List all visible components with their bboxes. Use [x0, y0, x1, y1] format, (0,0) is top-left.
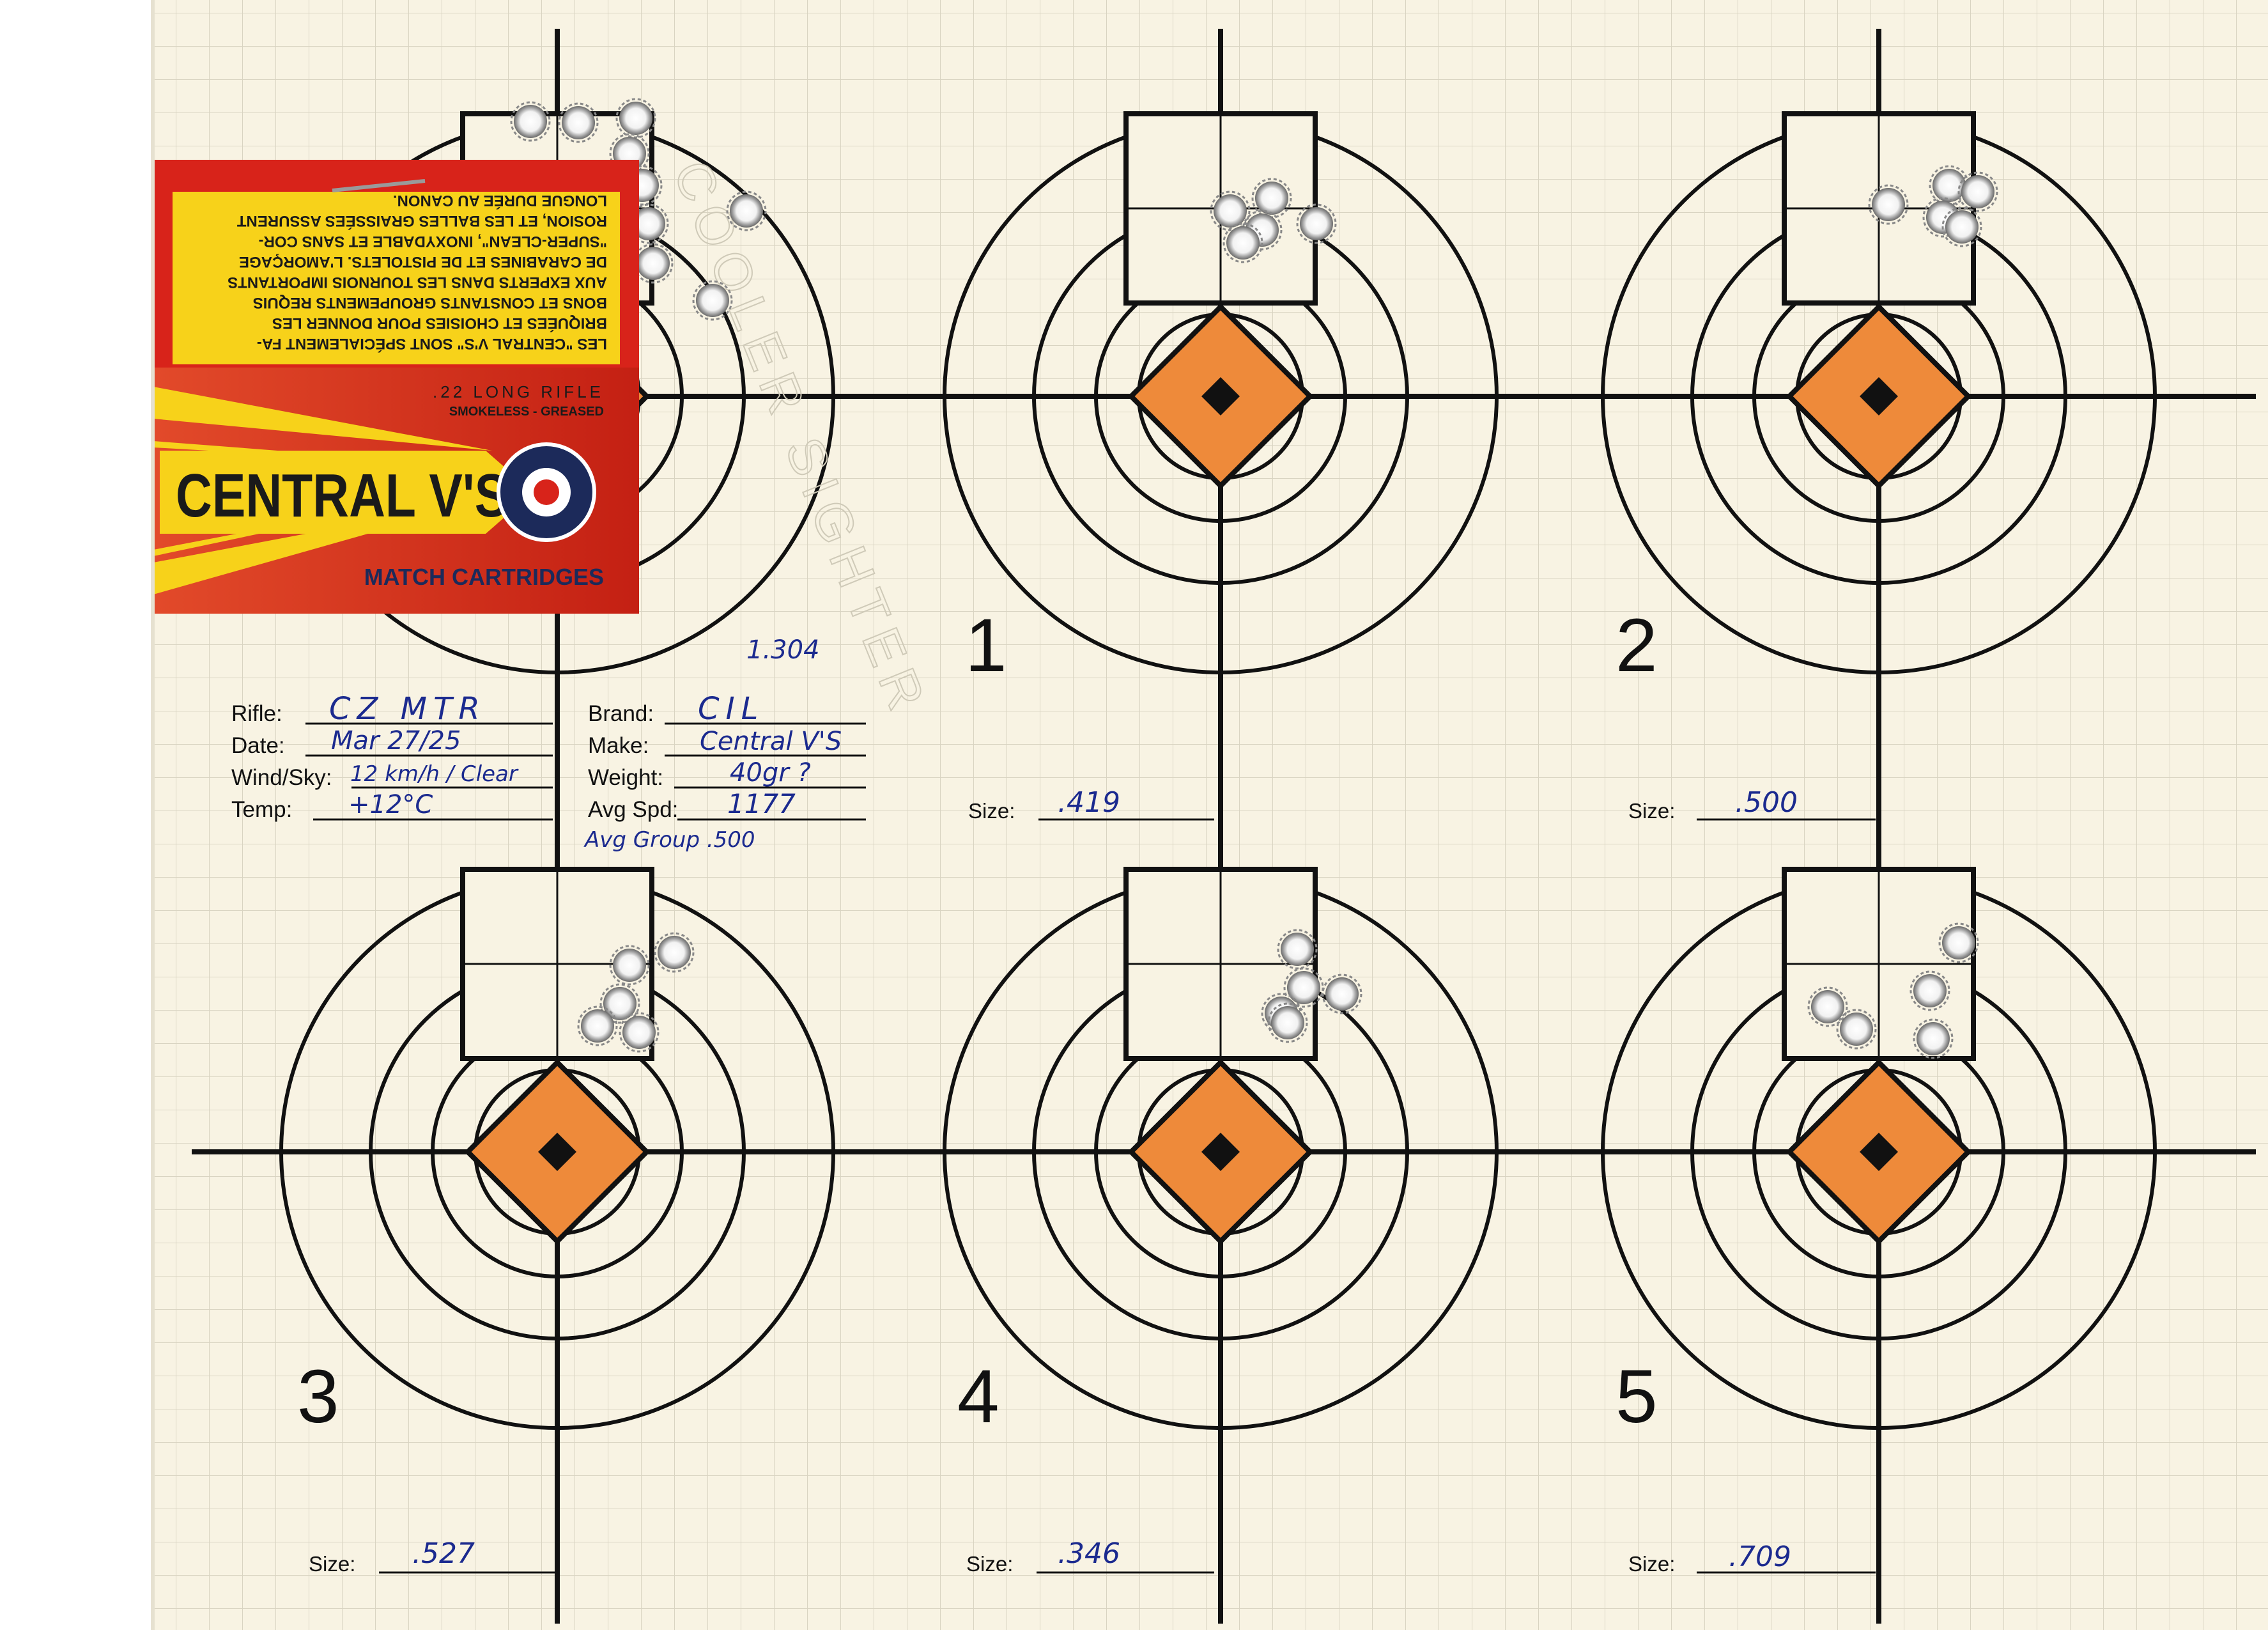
size-value-5: .709 [1729, 1541, 1791, 1573]
size-label-4: Size: [966, 1552, 1013, 1576]
temp-label: Temp: [231, 797, 292, 822]
size-value-3: .527 [412, 1537, 475, 1570]
make-label: Make: [588, 733, 649, 758]
french-line-3: BONS ET CONSTANTS GROUPEMENTS REQUIS [253, 294, 607, 311]
size-label-3: Size: [309, 1552, 355, 1576]
smokeless-text: SMOKELESS - GREASED [449, 405, 604, 419]
french-line-5: DE CARABINES ET DE PISTOLETS. L'AMORÇAGE [239, 253, 607, 270]
brand-logo-text: CENTRAL V'S [176, 462, 508, 530]
weight-value: 40gr ? [730, 758, 811, 788]
wind-label: Wind/Sky: [231, 765, 332, 790]
size-label-1: Size: [968, 799, 1015, 823]
caliber-text: .22 LONG RIFLE [433, 382, 604, 401]
make-value: Central V'S [700, 727, 842, 756]
target-number-2: 2 [1616, 603, 1658, 688]
target-number-1: 1 [965, 603, 1007, 688]
match-cartridges-text: MATCH CARTRIDGES [364, 564, 604, 590]
maple-leaf-roundel-icon [497, 442, 596, 542]
staple [332, 179, 426, 192]
ammo-box: LES "CENTRAL V'S" SONT SPÉCIALEMENT FA- … [153, 160, 639, 614]
target-number-4: 4 [957, 1354, 999, 1439]
french-line-6: "SUPER-CLEAN", INOXYDABLE ET SANS COR- [259, 233, 607, 250]
target-number-3: 3 [297, 1354, 339, 1439]
size-label-5: Size: [1628, 1552, 1675, 1576]
size-label-2: Size: [1628, 799, 1675, 823]
speed-label: Avg Spd: [588, 797, 678, 822]
brand-label: Brand: [588, 701, 654, 726]
brand-value: CIL [698, 691, 764, 727]
avg-group-note: Avg Group .500 [583, 827, 755, 853]
temp-value: +12°C [348, 790, 433, 819]
speed-value: 1177 [727, 788, 796, 819]
rifle-label: Rifle: [231, 701, 282, 726]
weight-label: Weight: [588, 765, 663, 790]
french-line-2: BRIQUÉES ET CHOISIES POUR DONNER LES [272, 314, 607, 332]
date-value: Mar 27/25 [331, 726, 461, 756]
french-line-1: LES "CENTRAL V'S" SONT SPÉCIALEMENT FA- [257, 335, 607, 353]
date-label: Date: [231, 733, 285, 758]
size-value-4: .346 [1058, 1537, 1120, 1570]
french-line-8: LONGUE DURÉE AU CANON. [393, 192, 607, 210]
french-line-7: ROSION, ET LES BALLES GRAISSÉES ASSURENT [236, 212, 607, 230]
size-value-2: .500 [1735, 786, 1798, 819]
wind-value: 12 km/h / Clear [350, 761, 519, 787]
size-value-1: .419 [1058, 786, 1120, 819]
rifle-value: CZ MTR [329, 691, 486, 727]
target-number-5: 5 [1616, 1354, 1658, 1439]
french-line-4: AUX EXPERTS DANS LES TOURNOIS IMPORTANTS [228, 274, 607, 291]
sighter-size-note: 1.304 [746, 635, 820, 665]
